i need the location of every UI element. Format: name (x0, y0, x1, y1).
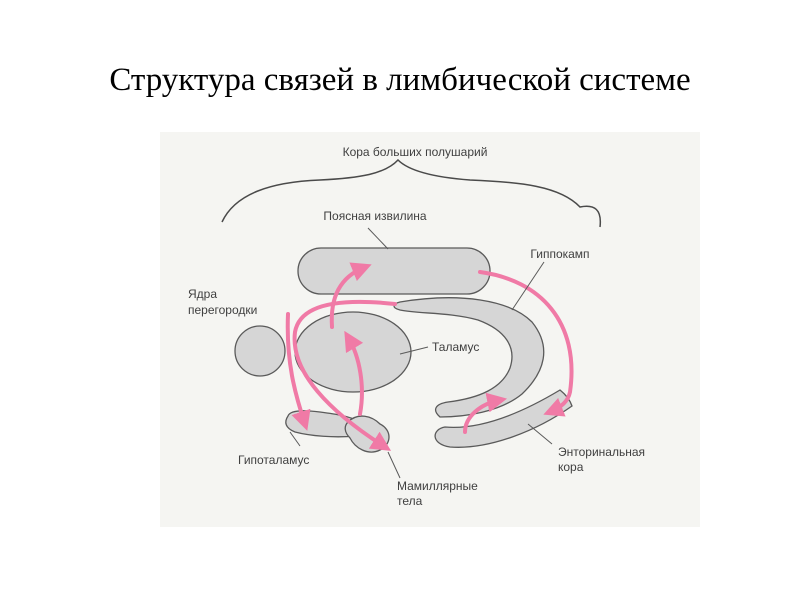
label-septal-line1: Ядра (188, 287, 217, 301)
leader-hippocampus (511, 261, 545, 311)
hippocampus (393, 297, 545, 418)
leader-thalamus (399, 346, 429, 355)
septal-nuclei (234, 325, 286, 377)
figure-background (160, 132, 700, 527)
arrow-septal-to-hypothalamus (285, 312, 311, 431)
label-cingulate: Поясная извилина (323, 209, 427, 223)
leader-hypothalamus (289, 431, 301, 447)
cingulate-gyrus (297, 247, 491, 295)
label-hippocampus: Гиппокамп (530, 247, 589, 261)
label-mamillary-line1: Мамиллярные (397, 479, 478, 493)
slide-title: Структура связей в лимбической системе (109, 62, 691, 98)
label-thalamus: Таламус (432, 340, 479, 354)
label-mamillary-line2: тела (397, 494, 423, 508)
cortex-brace (221, 158, 602, 228)
leader-mamillary (387, 451, 401, 479)
limbic-diagram-svg: Кора больших полушарий Поясная извилина … (160, 132, 700, 527)
leader-entorhinal (527, 423, 553, 445)
arrow-entorhinal-to-hippocampus (463, 392, 508, 434)
label-septal-line2: перегородки (188, 303, 257, 317)
arrow-to-cingulate (329, 262, 372, 329)
limbic-diagram: Кора больших полушарий Поясная извилина … (160, 132, 700, 527)
label-entorhinal-line1: Энторинальная (558, 445, 645, 459)
label-hypothalamus: Гипоталамус (238, 453, 309, 467)
label-cortex: Кора больших полушарий (343, 145, 488, 159)
arrow-fornix-to-mamillary (292, 299, 397, 451)
arrow-cingulate-to-hippocampus (478, 270, 574, 417)
leader-cingulate (367, 227, 389, 250)
label-entorhinal-line2: кора (558, 460, 584, 474)
arrow-mamillary-to-thalamus (344, 330, 364, 416)
entorhinal-cortex (434, 389, 573, 448)
